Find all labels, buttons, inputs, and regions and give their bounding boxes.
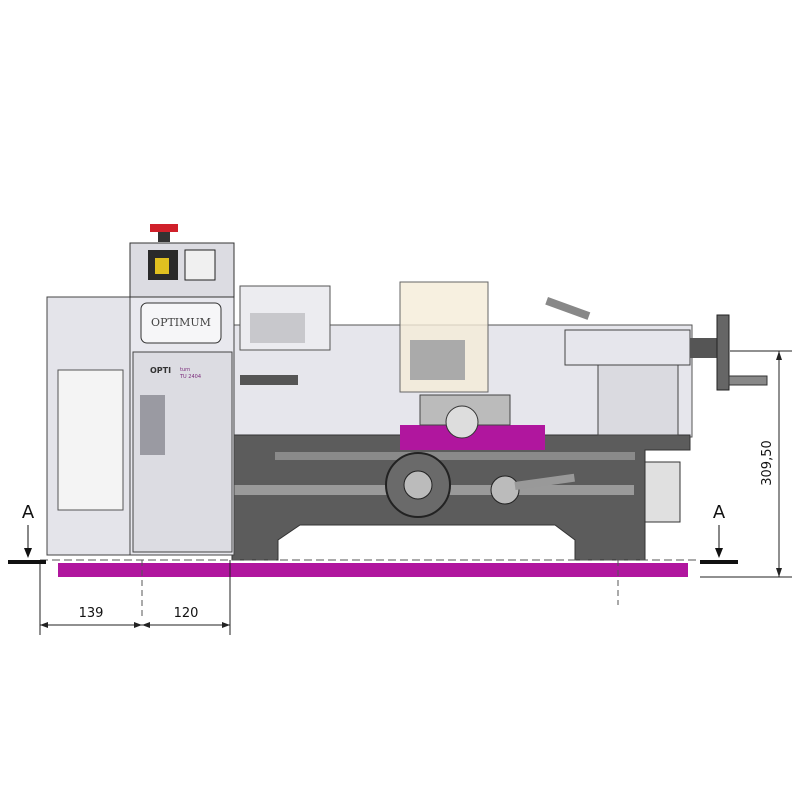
dim-139: 139: [79, 606, 104, 621]
height-dimension: [700, 350, 792, 578]
estop-base: [158, 232, 170, 242]
brand-text: OPTIMUM: [151, 316, 211, 329]
front-door: [132, 351, 233, 553]
handwheel-handle[interactable]: [728, 375, 768, 386]
section-mark-right: A: [713, 502, 726, 523]
tailstock-spindle: [690, 338, 718, 358]
tailstock-lock-lever[interactable]: [545, 297, 591, 320]
screw-bearing: [644, 461, 681, 523]
rack: [275, 452, 635, 460]
model-brand: OPTI: [150, 366, 171, 375]
spindle-nose: [240, 375, 298, 385]
toolpost: [410, 340, 465, 380]
tailstock-body: [597, 364, 679, 436]
info-plate: [57, 369, 124, 511]
feed-lever-hub: [490, 475, 520, 505]
cross-slide-handwheel[interactable]: [445, 405, 479, 439]
feed-lever[interactable]: [514, 473, 575, 490]
model-suffix: turn: [180, 367, 190, 373]
chuck: [250, 313, 305, 343]
control-box: [129, 242, 235, 298]
dimension-arrows: [40, 622, 230, 628]
lathe-bed: [231, 434, 691, 561]
base-plate: [58, 563, 688, 577]
section-arrowhead-right: [715, 548, 723, 558]
section-bar-right: [700, 560, 738, 564]
section-bar-left: [8, 560, 46, 564]
section-arrowhead-left: [24, 548, 32, 558]
speed-chart: [140, 395, 165, 455]
emergency-stop[interactable]: [150, 224, 178, 232]
tailstock-quill: [564, 329, 691, 366]
brand-plate: [140, 302, 222, 344]
dim-height: 309,50: [760, 440, 775, 486]
dim-120: 120: [174, 606, 199, 621]
tailstock-handwheel[interactable]: [716, 314, 730, 391]
handwheel-hub: [403, 470, 433, 500]
selector-knob[interactable]: [184, 249, 216, 281]
section-mark-left: A: [22, 502, 35, 523]
switch-label: [155, 258, 169, 274]
model-number: TU 2404: [179, 374, 201, 380]
